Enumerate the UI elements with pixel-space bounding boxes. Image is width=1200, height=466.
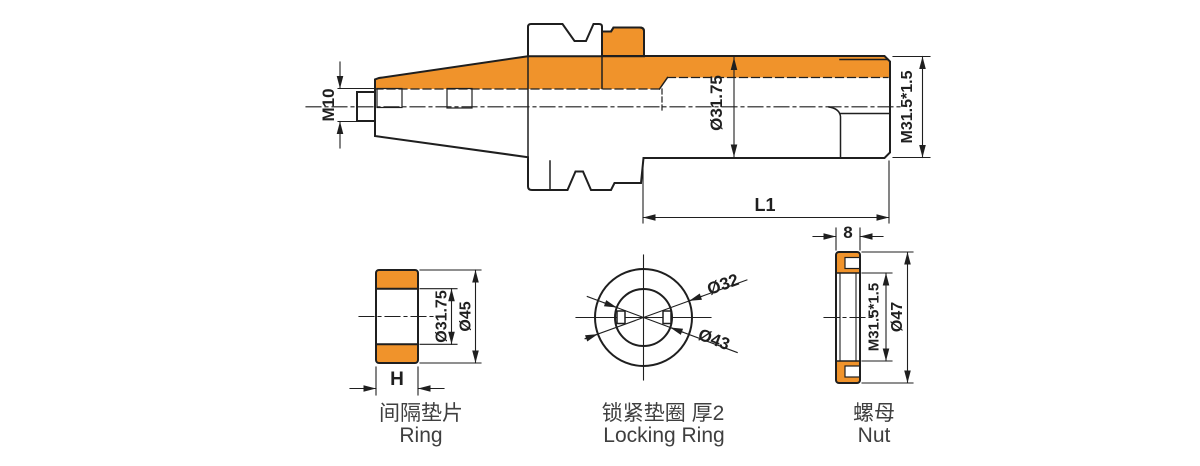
dim-m10: M10 [319, 61, 375, 149]
dim-thread-label: M31.5*1.5 [899, 70, 916, 143]
ring-dim-inner-label: Ø31.75 [434, 290, 451, 343]
locking-ring-tab-right [662, 310, 672, 325]
dim-length-label: L1 [754, 195, 775, 215]
nut-slot-bottom [844, 365, 861, 378]
ring-dim-outer: Ø45 [419, 269, 482, 364]
nut-dim-outer: Ø47 [861, 251, 914, 384]
ring-dim-outer-label: Ø45 [458, 301, 475, 331]
dim-m10-label: M10 [319, 88, 338, 121]
ring-top-band [376, 270, 418, 289]
end-bore-fillet [828, 106, 842, 159]
ring-dim-width: H [349, 366, 445, 396]
ring-view: Ø31.75 Ø45 H 间隔垫片 Ring [349, 269, 482, 447]
ring-label-zh: 间隔垫片 [379, 402, 463, 425]
dim-thread: M31.5*1.5 [892, 55, 931, 159]
taper-highlight [375, 56, 528, 89]
locking-ring-label-zh: 锁紧垫圈 厚2 [602, 402, 725, 425]
nut-dim-thread: M31.5*1.5 [861, 272, 893, 362]
nut-dim-thread-label: M31.5*1.5 [866, 283, 883, 351]
dim-length: L1 [642, 160, 890, 224]
nut-body [836, 252, 860, 383]
nut-dim-width-label: 8 [843, 223, 852, 242]
nut-view: 8 M31.5*1.5 Ø47 螺母 Nut [812, 223, 914, 447]
locking-ring-dim-tabs-label: Ø43 [696, 325, 733, 354]
ring-label-en: Ring [399, 424, 442, 447]
ring-dim-inner: Ø31.75 [419, 288, 458, 345]
nut-dim-width: 8 [812, 223, 884, 251]
locking-ring-label-en: Locking Ring [603, 424, 724, 447]
nut-dim-outer-label: Ø47 [889, 302, 906, 332]
holder-outline [356, 23, 891, 191]
ring-bottom-band [376, 344, 418, 363]
dim-bore-label: Ø31.75 [707, 75, 726, 131]
shaft-highlight [528, 56, 890, 89]
nut-slot-top [844, 256, 861, 270]
dim-bore: Ø31.75 [707, 56, 738, 158]
nut-label-en: Nut [858, 424, 891, 447]
locking-ring-view: Ø32 Ø43 锁紧垫圈 厚2 Locking Ring [575, 254, 748, 447]
locking-ring-dim-hole-label: Ø32 [705, 270, 742, 299]
hidden-step-chamfer [658, 76, 669, 91]
locking-ring-tab-left [616, 310, 626, 325]
ring-dim-width-label: H [390, 369, 404, 390]
main-view: M10 Ø31.75 M31.5*1.5 L1 [305, 23, 931, 224]
nut-label-zh: 螺母 [853, 402, 895, 425]
